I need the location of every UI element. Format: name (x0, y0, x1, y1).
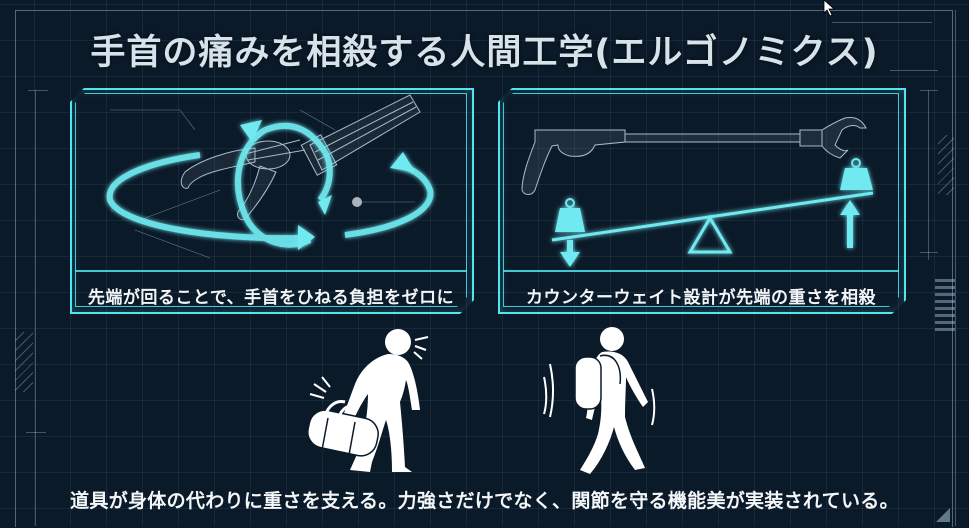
rotating-gripper-illustration (106, 94, 434, 259)
panel-rotation-inner-border (75, 93, 467, 307)
corner-triangle-icon (936, 508, 950, 522)
guide-line (28, 90, 48, 91)
caption-divider (503, 270, 899, 272)
seesaw-fulcrum-icon (687, 215, 733, 254)
person-strained-figure (307, 329, 429, 472)
arrow-down-icon (560, 252, 580, 267)
footer-summary: 道具が身体の代わりに重さを支える。力強さだけでなく、関節を守る機能美が実装されて… (70, 490, 899, 512)
reacher-grabber-icon (521, 117, 867, 195)
person-walking-figure (543, 327, 656, 474)
motion-lines-icon (543, 363, 656, 426)
hatch-decoration (938, 135, 954, 195)
guide-line (955, 10, 956, 526)
arrow-up-icon (840, 200, 860, 215)
panel-counterweight-inner-border (503, 93, 899, 307)
dimension-line (928, 90, 929, 260)
caption-divider (75, 270, 467, 272)
stripe-decoration (935, 275, 955, 335)
guide-line (920, 252, 938, 253)
mouse-cursor-icon (823, 0, 836, 17)
seesaw-beam (551, 191, 874, 242)
strain-lines-icon (309, 336, 429, 399)
weight-icon-right (840, 158, 873, 190)
dimension-line (832, 22, 932, 23)
guide-line (920, 90, 938, 91)
person-strained-icon (340, 329, 420, 472)
backpack-icon (574, 354, 622, 410)
gripper-icon (180, 94, 421, 221)
panel-rotation (70, 88, 474, 314)
guide-line (26, 432, 46, 433)
page-title: 手首の痛みを相殺する人間工学(エルゴノミクス) (90, 33, 879, 73)
blueprint-frame (15, 10, 953, 527)
guide-line (35, 90, 36, 526)
panel-counterweight-caption: カウンターウェイト設計が先端の重さを相殺 (526, 288, 876, 308)
duffel-bag-icon (307, 400, 379, 457)
dimension-line (890, 70, 938, 71)
hatch-decoration (15, 332, 33, 392)
panel-rotation-caption: 先端が回ることで、手首をひねる負担をゼロに (87, 288, 455, 308)
weight-icon-left (555, 198, 585, 232)
pivot-dot-icon (352, 197, 362, 207)
counterweight-illustration (521, 117, 874, 267)
panel-counterweight (498, 88, 906, 314)
